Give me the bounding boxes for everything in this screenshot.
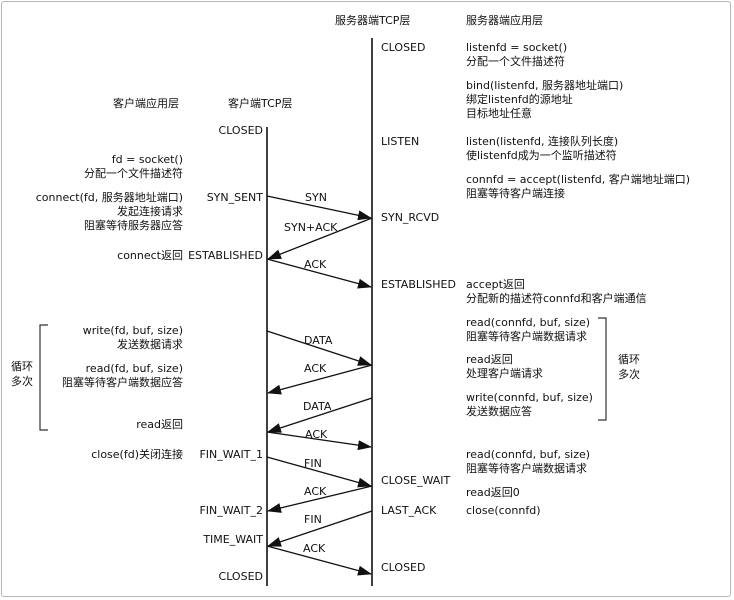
server-state-close-wait: CLOSE_WAIT [381, 474, 451, 487]
server-socket-desc: 分配一个文件描述符 [466, 55, 565, 68]
client-state-closed-end: CLOSED [218, 570, 263, 583]
segment-label-ack2: ACK [304, 362, 327, 375]
server-state-syn-rcvd: SYN_RCVD [381, 211, 440, 224]
server-bind-call: bind(listenfd, 服务器地址端口) [466, 79, 624, 92]
server-read2-return: read返回0 [466, 486, 520, 499]
server-close-call: close(connfd) [466, 504, 541, 517]
server-read-call: read(connfd, buf, size) [466, 316, 591, 329]
client-state-fin-wait-2: FIN_WAIT_2 [199, 504, 263, 517]
ack4-arrow [267, 485, 373, 513]
segment-label-syn-ack: SYN+ACK [284, 221, 338, 234]
server-accept-call: connfd = accept(listenfd, 客户端地址端口) [466, 173, 691, 186]
client-state-syn-sent: SYN_SENT [206, 191, 263, 204]
segment-label-data2: DATA [303, 400, 332, 413]
server-bind-desc2: 目标地址任意 [466, 107, 532, 120]
client-state-established: ESTABLISHED [188, 249, 263, 262]
server-state-last-ack: LAST_ACK [381, 504, 437, 517]
server-loop-bracket [598, 317, 607, 421]
client-read-call: read(fd, buf, size) [85, 362, 183, 375]
server-bind-desc1: 绑定listenfd的源地址 [466, 93, 573, 106]
client-connect-desc1: 发起连接请求 [117, 205, 183, 218]
server-read-desc: 阻塞等待客户端数据请求 [466, 330, 587, 343]
server-read-return: read返回 [466, 353, 513, 366]
client-read-return: read返回 [136, 418, 183, 431]
segment-label-data1: DATA [304, 334, 333, 347]
syn-arrow [266, 195, 372, 221]
server-app-header: 服务器端应用层 [466, 14, 543, 27]
segment-label-fin1: FIN [304, 457, 322, 470]
ack1-arrow [266, 258, 372, 289]
client-socket-desc: 分配一个文件描述符 [84, 167, 183, 180]
client-socket-call: fd = socket() [111, 153, 183, 166]
server-read2-call: read(connfd, buf, size) [466, 448, 591, 461]
server-write-desc: 发送数据应答 [466, 405, 532, 418]
server-accept-return: accept返回 [466, 278, 525, 291]
client-tcp-header: 客户端TCP层 [228, 97, 293, 110]
client-state-fin-wait-1: FIN_WAIT_1 [199, 448, 263, 461]
client-state-time-wait: TIME_WAIT [203, 533, 263, 546]
client-loop-bracket [39, 324, 48, 431]
client-read-desc: 阻塞等待客户端数据应答 [62, 376, 183, 389]
server-loop-label-1: 循环 [618, 353, 640, 366]
server-socket-call: listenfd = socket() [466, 41, 568, 54]
client-connect-call: connect(fd, 服务器地址端口) [35, 191, 183, 204]
segment-label-ack3: ACK [305, 428, 328, 441]
client-app-header: 客户端应用层 [113, 97, 179, 110]
client-loop-label-1: 循环 [11, 360, 33, 373]
fin2-arrow [267, 510, 373, 547]
ack2-arrow [267, 364, 373, 395]
server-loop-label-2: 多次 [618, 368, 640, 381]
server-read2-desc: 阻塞等待客户端数据请求 [466, 462, 587, 475]
fin1-arrow [266, 456, 372, 488]
client-connect-desc2: 阻塞等待服务器应答 [84, 219, 183, 232]
client-loop-label-2: 多次 [11, 375, 33, 388]
server-write-call: write(connfd, buf, size) [466, 391, 593, 404]
segment-label-ack5: ACK [303, 542, 326, 555]
segment-label-fin2: FIN [304, 513, 322, 526]
client-close-call: close(fd)关闭连接 [91, 448, 183, 461]
ack5-arrow [266, 545, 372, 576]
server-state-closed-start: CLOSED [381, 41, 426, 54]
client-write-call: write(fd, buf, size) [82, 324, 183, 337]
client-write-desc: 发送数据请求 [117, 338, 183, 351]
server-tcp-header: 服务器端TCP层 [335, 14, 411, 27]
client-connect-return: connect返回 [117, 249, 183, 262]
segment-label-ack1: ACK [304, 258, 327, 271]
server-state-established: ESTABLISHED [381, 278, 456, 291]
server-listen-desc: 使listenfd成为一个监听描述符 [466, 149, 617, 162]
data1-arrow [266, 330, 372, 366]
server-state-closed-end: CLOSED [381, 561, 426, 574]
data2-arrow [267, 397, 373, 433]
segment-label-ack4: ACK [304, 485, 327, 498]
server-accept-return-desc: 分配新的描述符connfd和客户端通信 [466, 292, 647, 305]
server-state-listen: LISTEN [381, 135, 420, 148]
syn-ack-arrow [267, 217, 373, 260]
server-listen-call: listen(listenfd, 连接队列长度) [466, 135, 619, 148]
segment-label-syn: SYN [305, 191, 327, 204]
ack3-arrow [266, 431, 372, 451]
server-read-return-desc: 处理客户端请求 [466, 367, 543, 380]
server-accept-desc: 阻塞等待客户端连接 [466, 187, 565, 200]
client-state-closed-start: CLOSED [218, 124, 263, 137]
